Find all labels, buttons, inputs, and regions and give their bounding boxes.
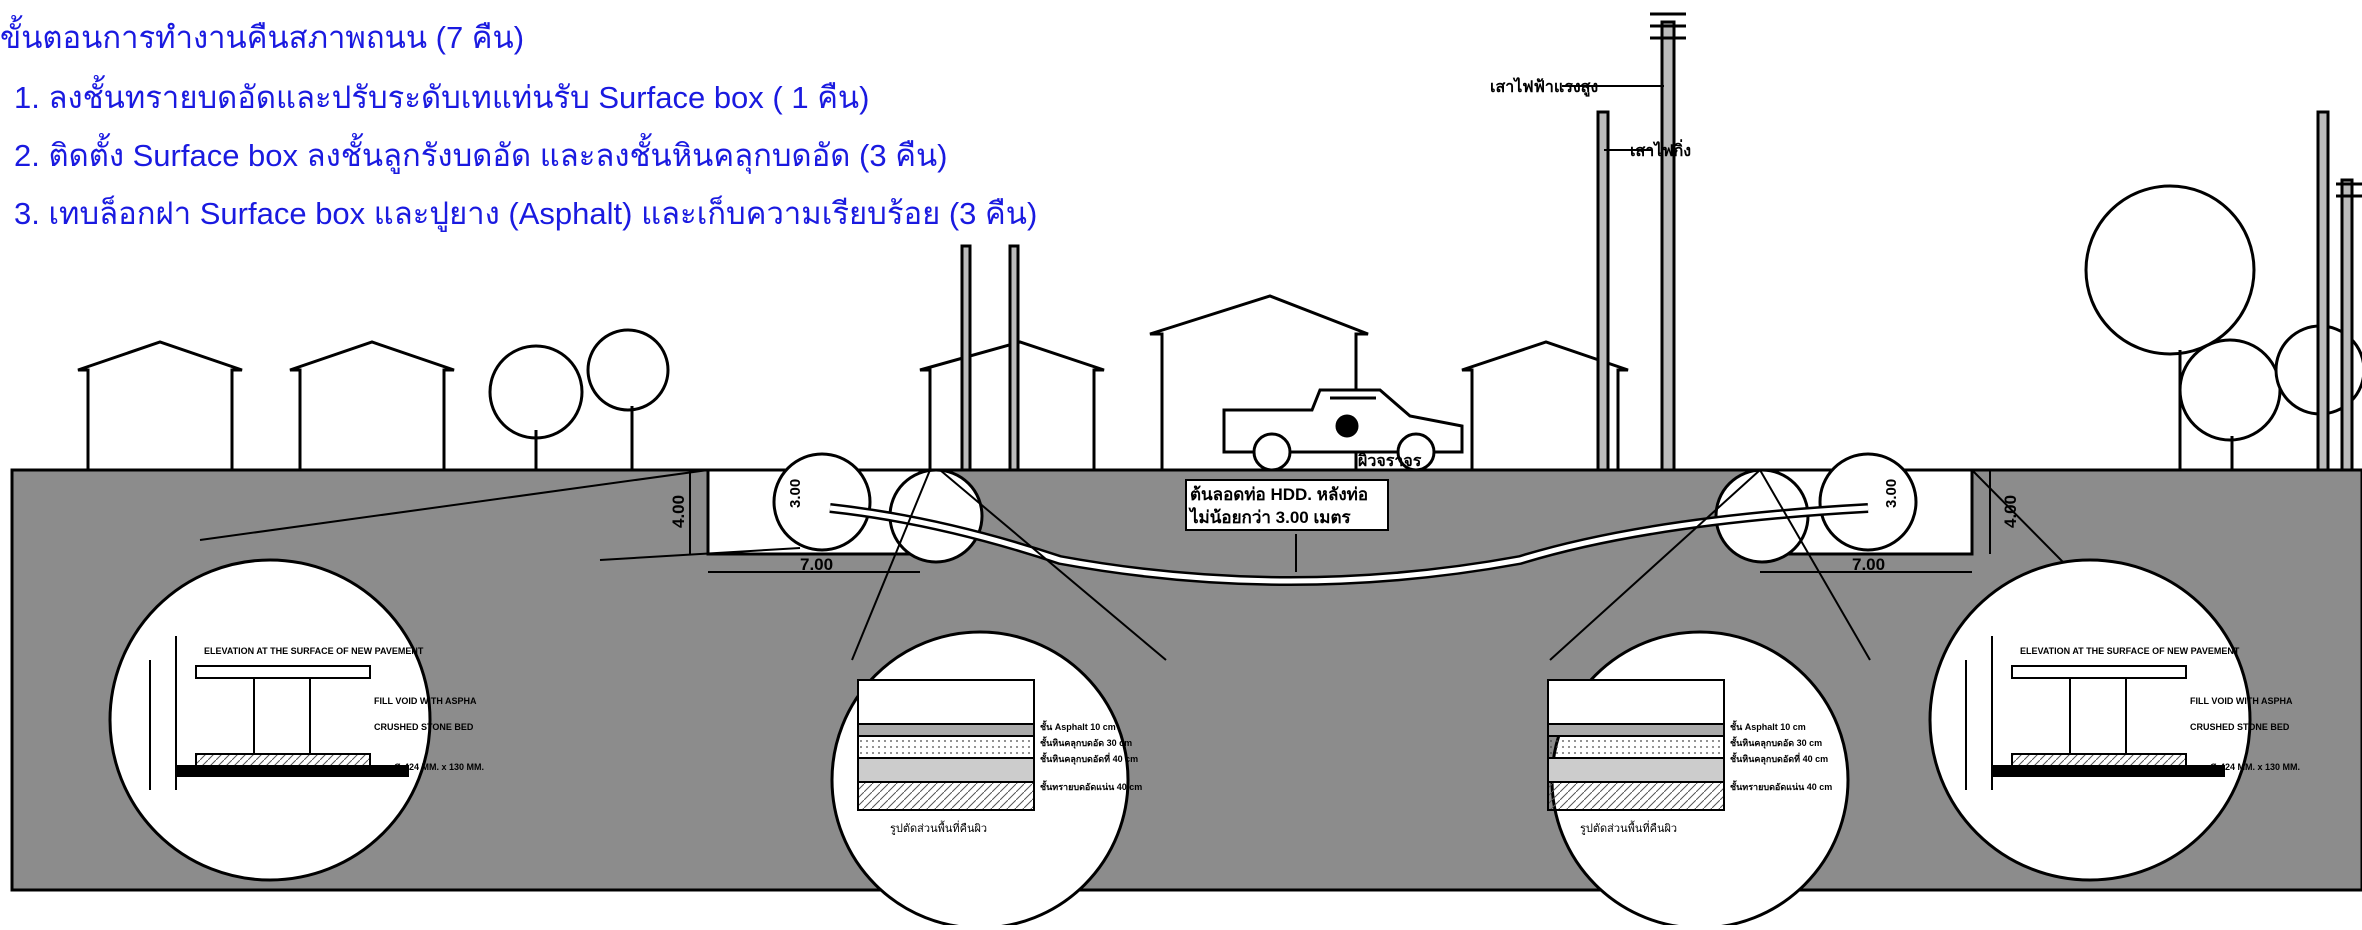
pole-labels: เสาไฟฟ้าแรงสูง เสาไฟกิ่ง: [1490, 77, 1691, 160]
pavement-detail-left: [857, 679, 1035, 811]
house-5: [1461, 340, 1629, 472]
detail1-note-top: ELEVATION AT THE SURFACE OF NEW PAVEMENT: [204, 646, 424, 656]
tree-left: [488, 328, 670, 470]
utility-poles: [960, 12, 2362, 472]
pit-depth-right: 4.00: [2001, 495, 2020, 528]
detail1-note-stone: CRUSHED STONE BED: [374, 722, 474, 732]
hdd-depth-line2: ไม่น้อยกว่า 3.00 เมตร: [1188, 507, 1352, 527]
pit-dimensions: [689, 470, 1991, 573]
steps-title: ขั้นตอนการทำงานคืนสภาพถนน (7 คืน): [0, 20, 525, 55]
detail2-layer2: ชั้นหินคลุกบดอัด 30 cm: [1040, 736, 1132, 749]
detail3-layer3: ชั้นหินคลุกบดอัดที่ 40 cm: [1730, 752, 1828, 765]
surface-box-callouts: [772, 452, 1918, 564]
detail1-note-bottom: Ø-424 MM. x 130 MM.: [394, 762, 484, 772]
detail4-note-bottom: Ø-424 MM. x 130 MM.: [2210, 762, 2300, 772]
box-height-right: 3.00: [1883, 479, 1900, 508]
step-3: 3. เทบล็อกฝา Surface box และปูยาง (Aspha…: [14, 196, 1038, 231]
detail4-note-top: ELEVATION AT THE SURFACE OF NEW PAVEMENT: [2020, 646, 2240, 656]
pit-depth-left: 4.00: [669, 495, 688, 528]
detail3-layer1: ชั้น Asphalt 10 cm: [1730, 720, 1806, 732]
detail3-layer2: ชั้นหินคลุกบดอัด 30 cm: [1730, 736, 1822, 749]
surface-box-detail-left: [149, 636, 409, 790]
hdd-depth-line1: ต้นลอดท่อ HDD. หลังท่อ: [1190, 485, 1368, 504]
step-2: 2. ติดตั้ง Surface box ลงชั้นลูกรังบดอัด…: [14, 138, 948, 173]
step-1: 1. ลงชั้นทรายบดอัดและปรับระดับเทแท่นรับ …: [14, 80, 870, 115]
detail2-layer4: ชั้นทรายบดอัดแน่น 40 cm: [1040, 780, 1142, 792]
detail3-caption: รูปตัดส่วนพื้นที่คืนผิว: [1580, 820, 1677, 835]
house-1: [77, 340, 243, 472]
hdd-depth-box: [1185, 479, 1389, 531]
road-surface-label: ผิวจราจร: [1357, 452, 1421, 470]
house-2: [289, 340, 455, 472]
detail3-layer4: ชั้นทรายบดอัดแน่น 40 cm: [1730, 780, 1832, 792]
detail4-note-fill: FILL VOID WITH ASPHA: [2190, 696, 2293, 706]
pit-width-left: 7.00: [800, 555, 833, 574]
surface-box-detail-right: [1965, 636, 2225, 790]
pavement-detail-right: [1547, 679, 1725, 811]
detail1-note-fill: FILL VOID WITH ASPHA: [374, 696, 477, 706]
detail2-layer1: ชั้น Asphalt 10 cm: [1040, 720, 1116, 732]
detail4-note-stone: CRUSHED STONE BED: [2190, 722, 2290, 732]
pickup-truck: [1222, 388, 1464, 472]
pit-width-right: 7.00: [1852, 555, 1885, 574]
high-pole-label: เสาไฟฟ้าแรงสูง: [1490, 77, 1598, 98]
box-height-left: 3.00: [787, 479, 804, 508]
detail2-caption: รูปตัดส่วนพื้นที่คืนผิว: [890, 820, 987, 835]
light-pole-label: เสาไฟกิ่ง: [1630, 139, 1691, 160]
detail2-layer3: ชั้นหินคลุกบดอัดที่ 40 cm: [1040, 752, 1138, 765]
